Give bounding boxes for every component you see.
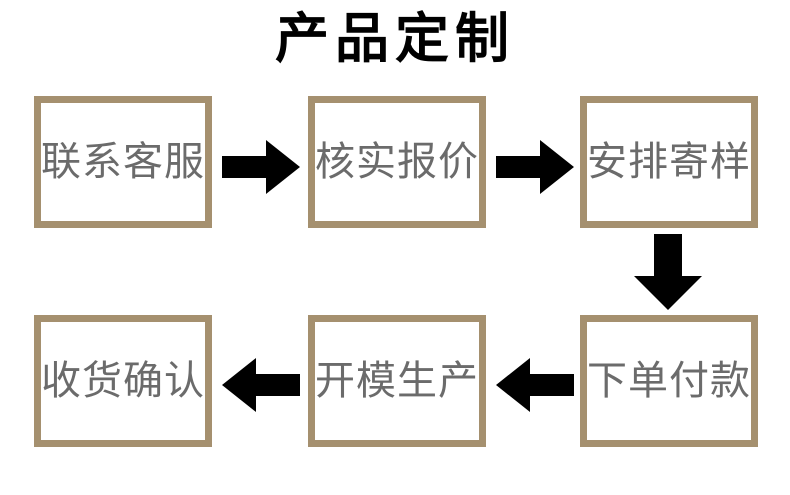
- node-arrange-sample: 安排寄样: [580, 96, 758, 228]
- arrow-left-icon: [222, 358, 300, 412]
- node-label-contact-support: 联系客服: [41, 140, 205, 184]
- node-label-verify-quote: 核实报价: [315, 140, 479, 184]
- page-title: 产品定制: [275, 9, 515, 69]
- node-verify-quote: 核实报价: [308, 96, 486, 228]
- node-label-arrange-sample: 安排寄样: [587, 140, 751, 184]
- node-order-payment: 下单付款: [580, 315, 758, 447]
- arrow-right-icon: [496, 140, 574, 194]
- node-receipt-confirm: 收货确认: [34, 315, 212, 447]
- node-contact-support: 联系客服: [34, 96, 212, 228]
- node-label-receipt-confirm: 收货确认: [41, 359, 205, 403]
- arrow-down-icon: [634, 234, 702, 310]
- node-label-order-payment: 下单付款: [587, 359, 751, 403]
- node-mold-production: 开模生产: [308, 315, 486, 447]
- arrow-right-icon: [222, 140, 300, 194]
- arrow-left-icon: [496, 358, 574, 412]
- node-label-mold-production: 开模生产: [315, 359, 479, 403]
